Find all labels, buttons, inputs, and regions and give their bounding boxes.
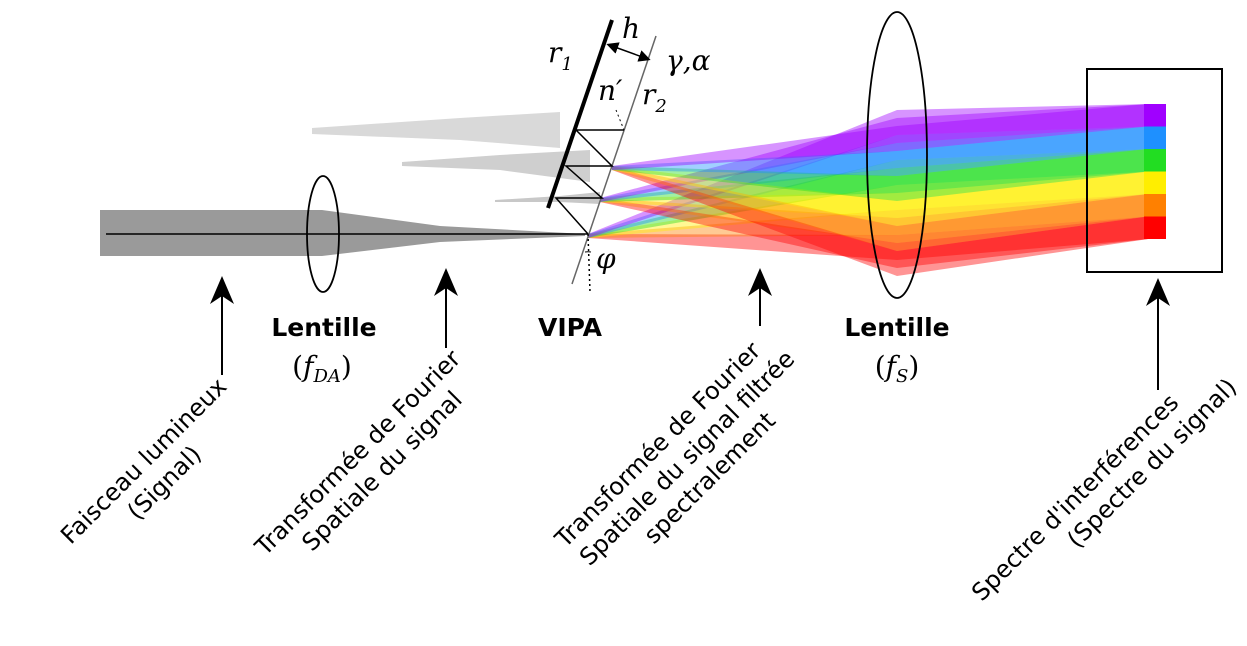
sym-phi: φ [596, 242, 616, 275]
caption-ft2: Transformée de Fourier Spatiale du signa… [549, 324, 821, 596]
vipa-dotted-normal-1 [616, 110, 624, 130]
caption-beam: Faisceau lumineux (Signal) [55, 372, 253, 570]
sym-gamma-alpha: γ,α [666, 44, 711, 77]
caption-spectrum: Spectre d'interférences (Spectre du sign… [966, 352, 1242, 628]
spectrum-bar-3 [1144, 149, 1166, 172]
sym-n-prime: n′ [598, 74, 623, 107]
label-lens-fs-sym: (fS) [875, 350, 920, 387]
svg-text:Spatiale du signal filtrée: Spatiale du signal filtrée [574, 345, 800, 571]
svg-text:Transformée de Fourier: Transformée de Fourier [249, 344, 466, 561]
ghost-beams [312, 112, 600, 204]
sym-r2: r2 [642, 78, 667, 117]
sym-h: h [622, 12, 640, 45]
spectrum-bar-4 [1144, 127, 1166, 150]
label-lens-fda: Lentille [271, 313, 376, 342]
beam-focusing [322, 210, 585, 256]
label-lens-fs: Lentille [844, 313, 949, 342]
spectrum-bar-0 [1144, 217, 1166, 240]
caption-ft1: Transformée de Fourier Spatiale du signa… [249, 344, 488, 583]
h-arrow [612, 46, 645, 58]
ghost-beam-top [312, 112, 560, 148]
beam-body [100, 210, 322, 256]
spectrum-bar-1 [1144, 194, 1166, 217]
sym-r1: r1 [548, 36, 573, 75]
label-lens-fda-sym: (fDA) [292, 350, 352, 387]
vipa-dotted-normal-2 [588, 234, 590, 292]
spectrum-bar-5 [1144, 104, 1166, 127]
label-vipa: VIPA [538, 313, 603, 342]
spectrum-bar-2 [1144, 172, 1166, 195]
spectrum-bars [1144, 104, 1166, 239]
svg-text:Spectre d'interférences: Spectre d'interférences [966, 388, 1184, 606]
input-beam [100, 210, 588, 256]
